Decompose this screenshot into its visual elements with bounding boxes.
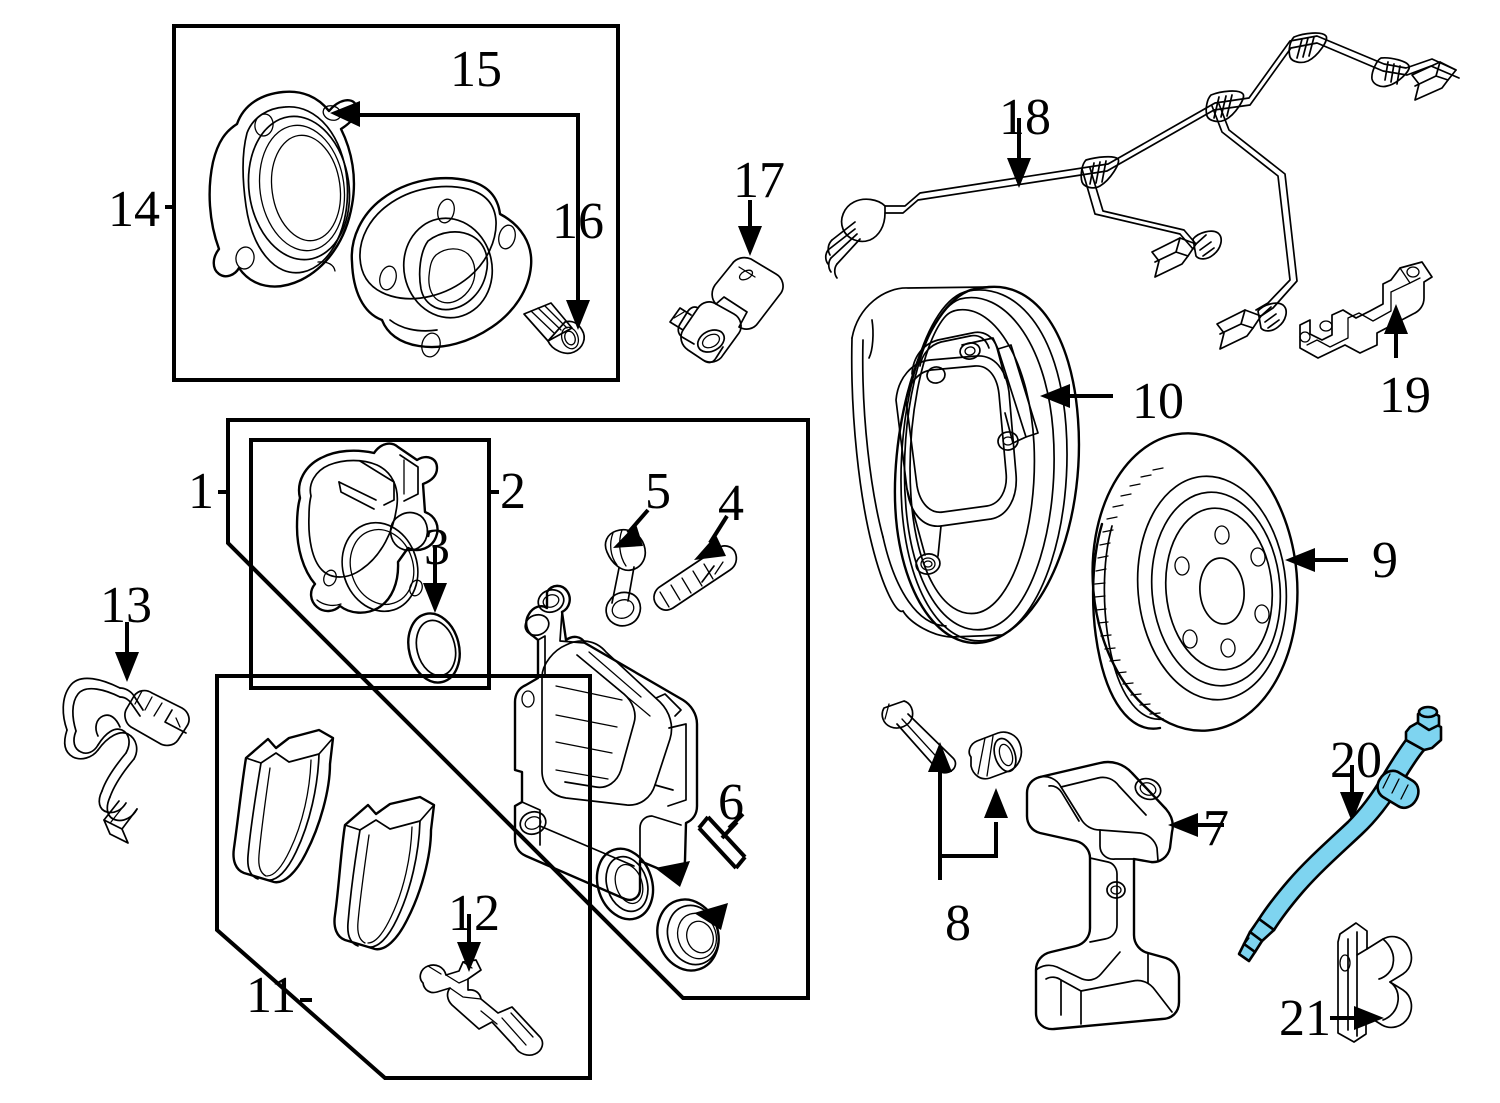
callout-5: 5 [645, 463, 671, 520]
bracket-bushing [968, 731, 1023, 780]
arrowhead-16 [566, 300, 590, 330]
arrowhead-20 [1340, 792, 1364, 822]
caliper-bracket [1025, 760, 1181, 1031]
callout-2: 2 [500, 463, 526, 520]
callout-16: 16 [552, 193, 604, 250]
bracket-bolt [881, 700, 957, 774]
callout-12: 12 [448, 885, 500, 942]
caliper-housing-part [295, 442, 439, 614]
leader-6-stem [727, 812, 745, 830]
dust-boot-seal [595, 847, 655, 921]
hub-retaining-bolt [523, 302, 585, 355]
arrowhead-12 [457, 942, 481, 972]
arrowhead-10 [1040, 384, 1070, 408]
enclosure-caliper-group [226, 418, 810, 1000]
callout-19: 19 [1379, 367, 1431, 424]
enclosure-pad-set [215, 674, 592, 1080]
hose-clip [1337, 922, 1413, 1043]
harness-bracket [1299, 261, 1433, 359]
leader-8 [938, 822, 998, 880]
callout-15: 15 [450, 41, 502, 98]
callout-9: 9 [1372, 532, 1398, 589]
arrowhead-18 [1007, 158, 1031, 188]
callout-13: 13 [100, 577, 152, 634]
callout-14: 14 [108, 181, 160, 238]
callout-8: 8 [945, 895, 971, 952]
guide-pin-bolt [604, 528, 647, 627]
brake-hose [1237, 705, 1443, 963]
callout-1: 1 [188, 463, 214, 520]
callout-4: 4 [718, 475, 744, 532]
wheel-hub-flange [350, 177, 533, 358]
callout-7: 7 [1203, 800, 1229, 857]
arrowhead-13 [115, 652, 139, 682]
callout-18: 18 [999, 89, 1051, 146]
callout-6: 6 [718, 774, 744, 831]
callout-21: 21 [1279, 990, 1331, 1047]
arrowhead-8b [984, 788, 1008, 818]
abs-sensor-front [669, 256, 784, 364]
leader-6 [697, 815, 747, 870]
enclosure-caliper-housing [249, 438, 491, 690]
callout-10: 10 [1132, 373, 1184, 430]
bleeder-screw [653, 545, 738, 611]
leader-15 [349, 113, 580, 291]
brake-rotor [1091, 432, 1299, 732]
callout-11: 11 [246, 967, 297, 1024]
arrowhead-3 [423, 583, 447, 613]
leader-4 [708, 514, 729, 545]
callout-20: 20 [1330, 732, 1382, 789]
enclosure-hub-bearing-box [172, 24, 620, 382]
arrowhead-4 [694, 535, 726, 560]
callout-17: 17 [733, 152, 785, 209]
abs-sensor-rear [62, 677, 190, 844]
arrowhead-9 [1285, 548, 1315, 572]
wheel-bearing-flange [208, 90, 359, 288]
abs-wire-harness [824, 32, 1460, 350]
arrowhead-8a [928, 742, 952, 772]
brake-pad-inner [333, 795, 436, 951]
brake-pad-outer [232, 728, 335, 884]
pad-retaining-clip [419, 959, 544, 1057]
arrowhead-17 [738, 226, 762, 256]
backing-plate [850, 285, 1081, 645]
callout-3: 3 [424, 519, 450, 576]
arrowhead-6a [655, 861, 690, 887]
arrowhead-5 [613, 524, 643, 548]
arrowhead-7 [1168, 813, 1198, 837]
piston-seal-boot [656, 898, 720, 972]
